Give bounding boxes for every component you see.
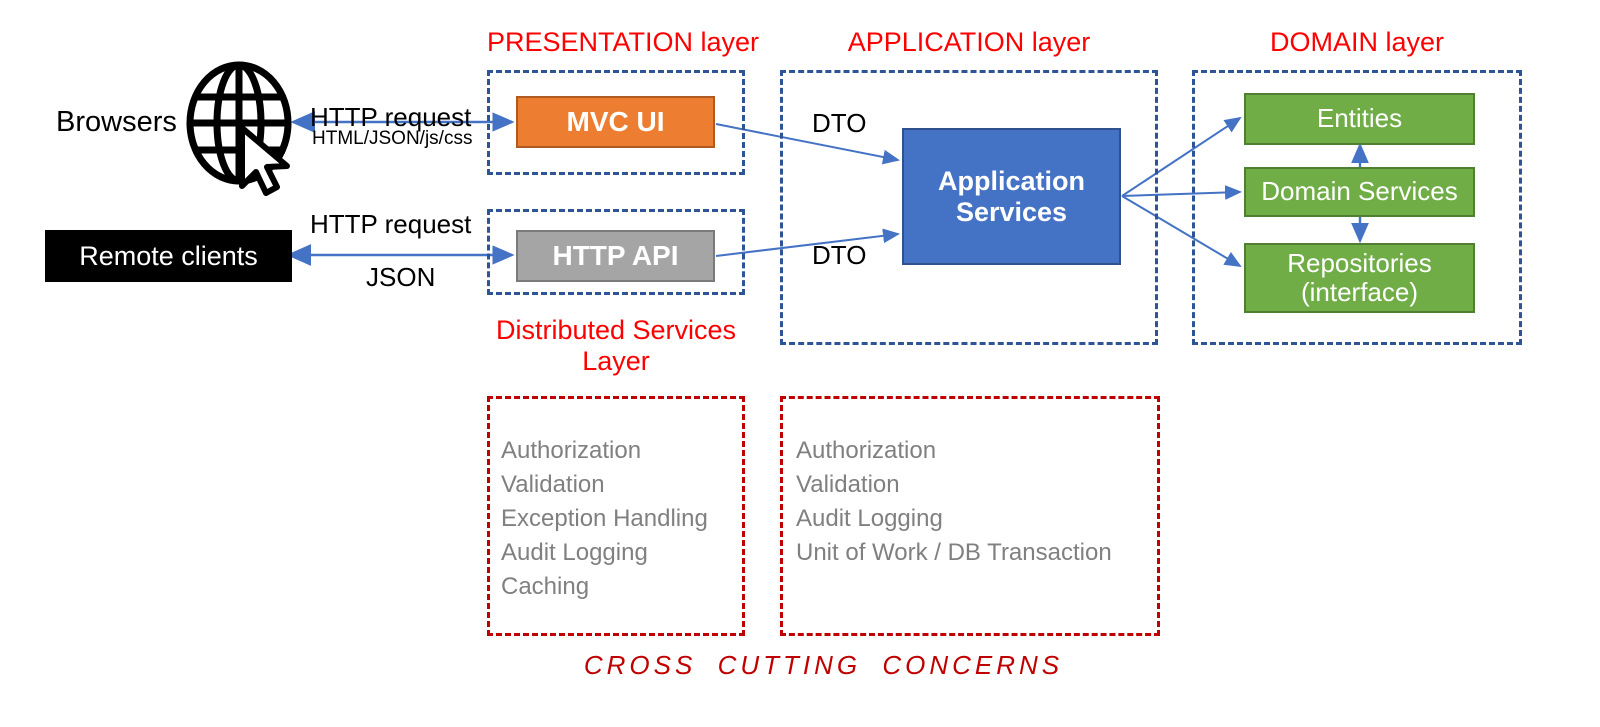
concern-item: Audit Logging — [796, 505, 943, 533]
presentation-api-container — [487, 209, 745, 295]
edge-label-response-bottom: JSON — [366, 262, 436, 292]
cross-cutting-presentation-list: Authorization Validation Exception Handl… — [501, 434, 708, 604]
arrow-appservices-repositories — [1121, 195, 1242, 268]
cross-cutting-word: CUTTING — [717, 650, 862, 680]
domain-layer-container — [1192, 70, 1522, 345]
repositories-label-line1: Repositories — [1287, 247, 1432, 278]
cross-cutting-presentation-box — [487, 396, 745, 636]
arrow-appservices-domainservices — [1121, 185, 1242, 200]
component-repositories[interactable]: Repositories (interface) — [1244, 243, 1475, 313]
arrow-mvcui-appservices — [715, 123, 900, 165]
layer-label-distributed-services: Distributed Services Layer — [495, 315, 737, 377]
presentation-mvc-container — [487, 70, 745, 175]
application-layer-container — [780, 70, 1158, 345]
edge-label-http-request-bottom: HTTP request — [310, 209, 472, 239]
cross-cutting-application-list: Authorization Validation Audit Logging U… — [796, 434, 1112, 570]
concern-item: Authorization — [501, 437, 642, 464]
cross-cutting-concerns-heading: CROSS CUTTING CONCERNS — [487, 650, 1160, 681]
globe-cursor-icon — [186, 61, 292, 196]
edge-label-http-request-top: HTTP request — [310, 102, 472, 132]
cross-cutting-word: CROSS — [583, 650, 697, 680]
cross-cutting-word: CONCERNS — [882, 650, 1064, 680]
edge-label-dto-top: DTO — [812, 108, 867, 138]
component-http-api[interactable]: HTTP API — [516, 230, 715, 282]
actor-box-remote-clients: Remote clients — [45, 230, 292, 282]
concern-item: Validation — [501, 471, 605, 499]
edge-label-dto-bottom: DTO — [812, 240, 867, 270]
repositories-label-line2: (interface) — [1300, 277, 1419, 307]
component-entities[interactable]: Entities — [1244, 93, 1475, 145]
concern-item: Exception Handling — [501, 505, 708, 533]
arrow-appservices-entities — [1121, 116, 1242, 197]
cross-cutting-application-box — [780, 396, 1160, 636]
application-services-label-line1: Application — [938, 166, 1085, 197]
concern-item: Caching — [501, 573, 590, 601]
layer-label-presentation: PRESENTATION layer — [487, 27, 760, 57]
concern-item: Audit Logging — [501, 539, 648, 567]
concern-item: Authorization — [796, 437, 937, 464]
concern-item: Unit of Work / DB Transaction — [796, 539, 1112, 567]
application-services-label-line2: Services — [955, 196, 1068, 227]
layer-label-domain: DOMAIN layer — [1269, 27, 1445, 57]
edge-label-response-top: HTML/JSON/js/css — [312, 128, 473, 149]
component-domain-services[interactable]: Domain Services — [1244, 167, 1475, 217]
actor-label-browsers: Browsers — [56, 106, 177, 138]
layer-label-application: APPLICATION layer — [847, 27, 1091, 57]
component-application-services[interactable]: Application Services — [902, 128, 1121, 265]
concern-item: Validation — [796, 471, 900, 499]
arrow-httpapi-appservices — [715, 228, 900, 257]
component-mvc-ui[interactable]: MVC UI — [516, 96, 715, 148]
